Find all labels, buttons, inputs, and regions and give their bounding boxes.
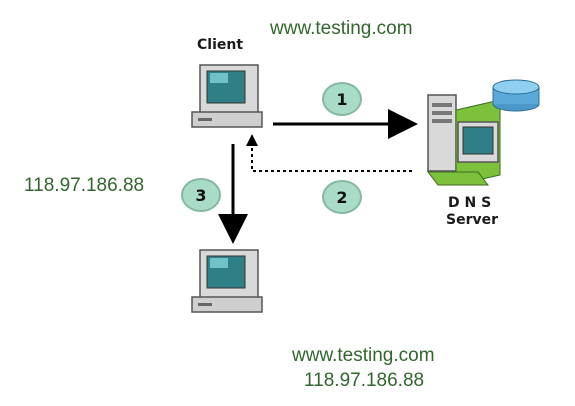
bottom-domain-label: www.testing.com	[292, 345, 435, 366]
client-label: Client	[197, 37, 244, 53]
client-computer-icon	[191, 64, 263, 128]
response-arrow-dotted	[251, 140, 412, 172]
domain-label-top: www.testing.com	[270, 18, 413, 39]
step-badge-3: 3	[181, 178, 221, 212]
bottom-ip-label: 118.97.186.88	[304, 370, 425, 391]
server-label: Server	[446, 212, 499, 228]
destination-computer-icon	[191, 249, 263, 313]
dns-label: D N S	[448, 195, 492, 211]
step-badge-1: 1	[322, 82, 362, 116]
ip-address-left: 118.97.186.88	[24, 175, 145, 196]
dns-server-icon	[426, 79, 540, 186]
response-arrowhead	[246, 134, 258, 146]
step-badge-2: 2	[322, 180, 362, 214]
